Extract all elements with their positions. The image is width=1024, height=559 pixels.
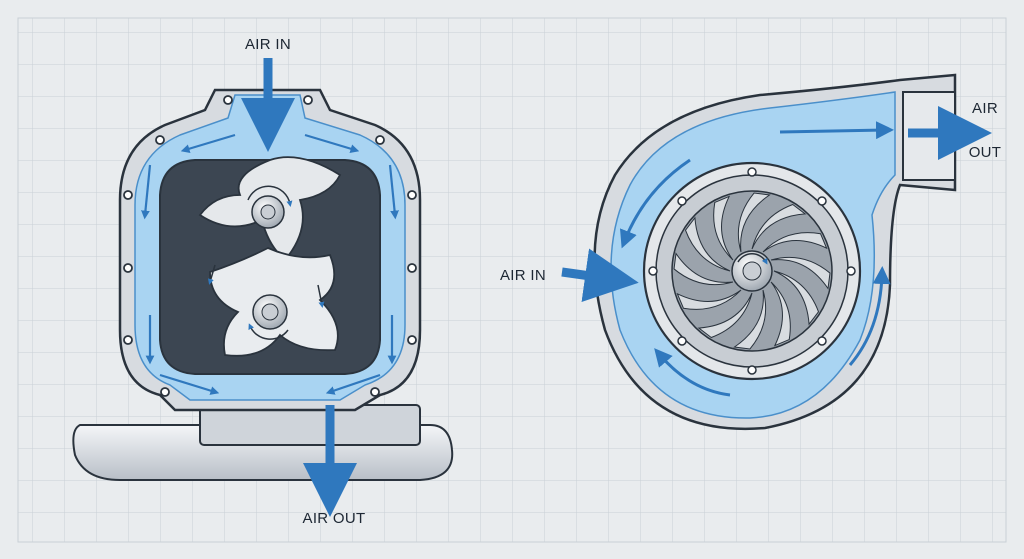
rotor-rotation-arrows [207, 185, 325, 340]
volute-flow-arrows [619, 121, 894, 397]
impeller-blade [673, 252, 734, 286]
turbo-air-in-arrow [561, 248, 639, 302]
turbo-air-out-label-line2: OUT [969, 144, 1002, 161]
turbo-air-out-label-line1: AIR [972, 100, 998, 117]
impeller-blade [713, 195, 734, 261]
hub-rotation-arrow [737, 253, 768, 265]
housing-bolts [123, 95, 417, 397]
wheel-housing-bolts [648, 167, 856, 375]
lower-rotor [209, 247, 339, 357]
impeller-blade [751, 203, 807, 250]
outlet-manifold [72, 424, 454, 481]
impeller-blade [733, 289, 767, 350]
impeller-blades [673, 192, 831, 350]
supercharger-air-out-label: AIR OUT [303, 510, 366, 527]
centrifugal-compressor: AIR IN AIR OUT [500, 73, 1002, 431]
impeller-blade [684, 216, 731, 272]
impeller-blade [762, 232, 828, 253]
impeller-blade [737, 192, 771, 253]
upper-rotor [198, 156, 342, 262]
supercharger-flow-arrows [141, 133, 399, 395]
supercharger-air-in-label: AIR IN [245, 36, 291, 53]
impeller-blade [676, 289, 742, 310]
impeller-blade [770, 256, 831, 290]
impeller-blade [773, 270, 820, 326]
turbo-air-in-label: AIR IN [500, 267, 546, 284]
roots-supercharger: AIR IN AIR OUT [72, 36, 454, 527]
impeller-blade [770, 281, 791, 347]
impeller-blade [697, 292, 753, 339]
